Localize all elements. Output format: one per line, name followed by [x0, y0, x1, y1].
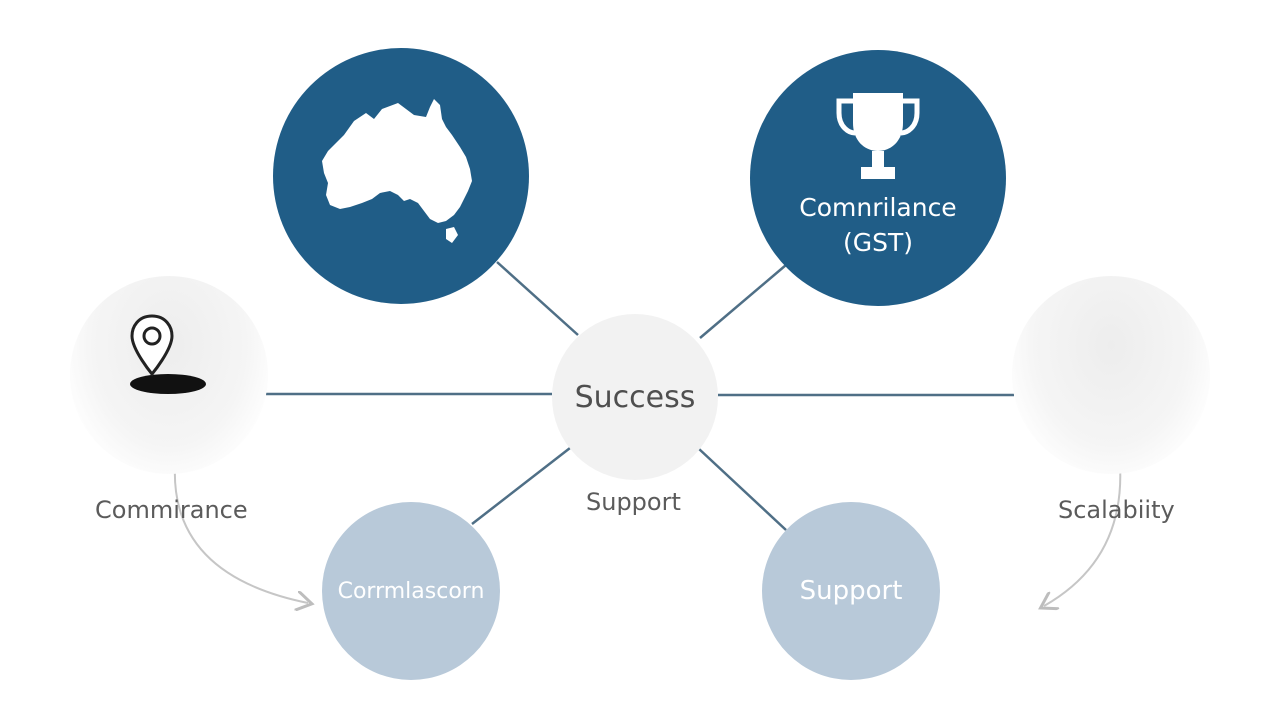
australia-map-icon: [314, 99, 489, 253]
node-bottom-right: Support: [762, 502, 940, 680]
connector-bottom-left: [471, 447, 571, 525]
location-pin-icon: [130, 314, 210, 402]
node-center: Success: [552, 314, 718, 480]
connector-top-right: [699, 264, 787, 339]
right-label: Scalabiity: [1058, 496, 1175, 524]
node-bottom-right-label: Support: [799, 576, 903, 606]
connector-top-left: [496, 261, 579, 336]
curved-arrow-left: [173, 464, 308, 603]
node-bottom-left: Corrmlascorn: [322, 502, 500, 680]
curved-arrow-right: [1044, 464, 1122, 606]
node-right: [1012, 276, 1210, 474]
node-top-right-label-line1: Comnrilance: [799, 193, 957, 222]
node-left: [70, 276, 268, 474]
node-bottom-left-label: Corrmlascorn: [337, 578, 485, 604]
left-label: Commirance: [95, 496, 248, 524]
trophy-icon: [833, 89, 923, 189]
node-top-right-label-line2: (GST): [842, 228, 914, 257]
center-below-label: Support: [586, 488, 681, 516]
node-top-right: Comnrilance (GST): [750, 50, 1006, 306]
center-label: Success: [574, 379, 696, 415]
node-top-left: [273, 48, 529, 304]
connector-bottom-right: [697, 447, 787, 531]
